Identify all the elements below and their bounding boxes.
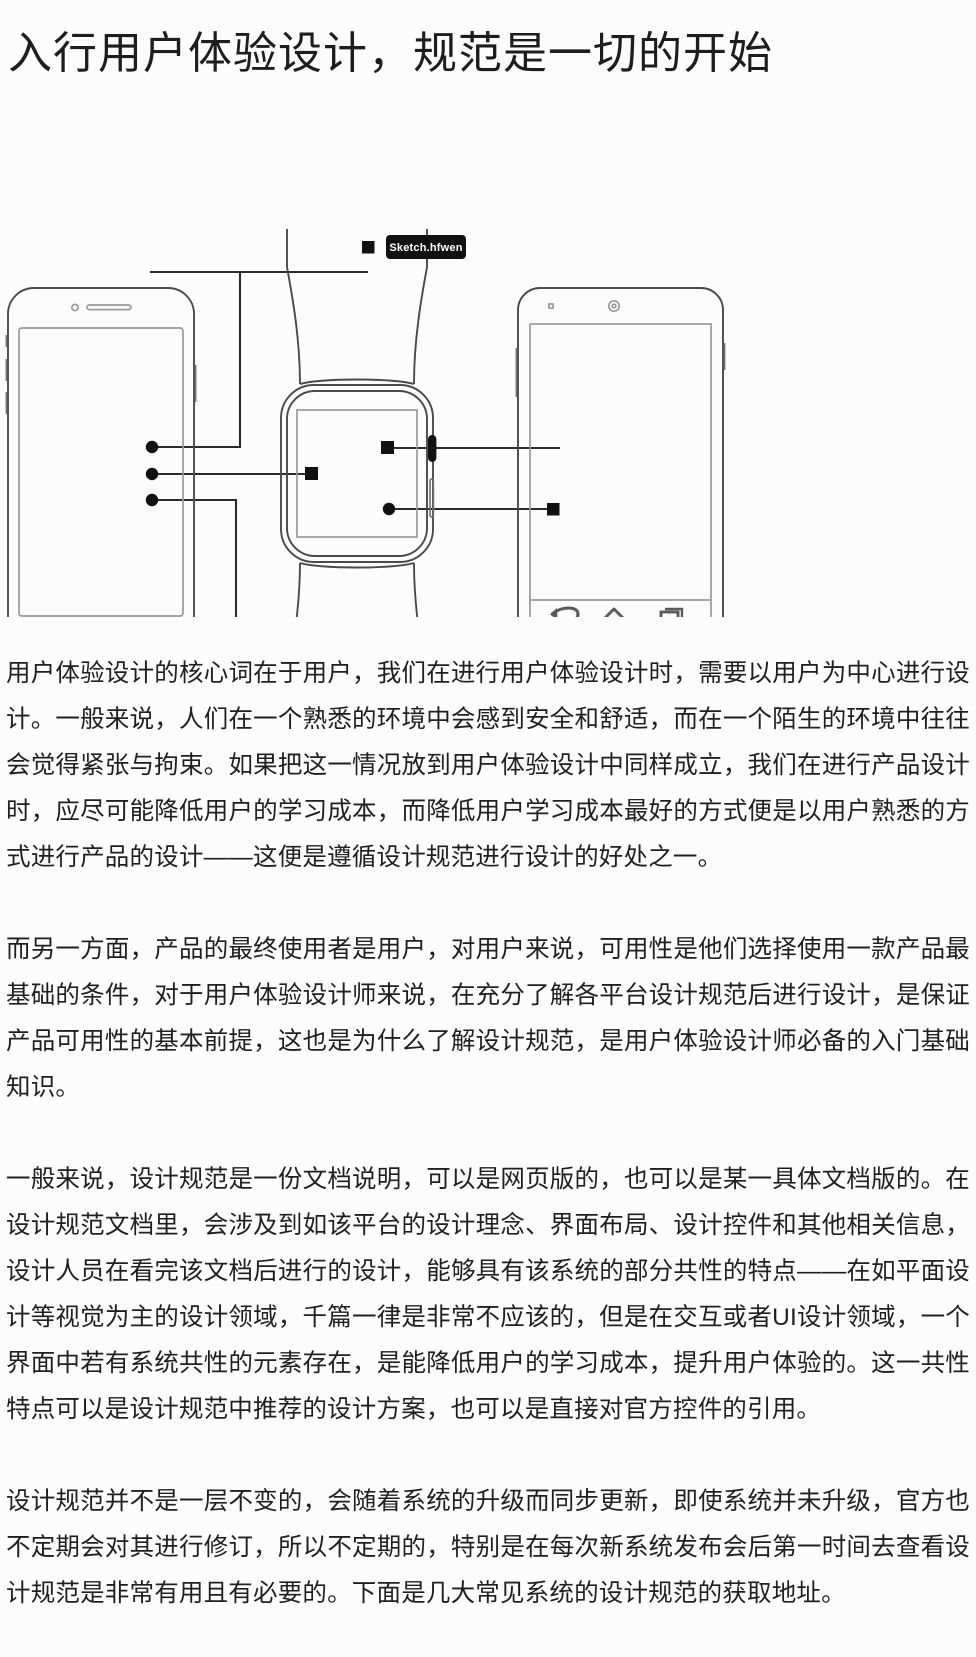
connector-square: [381, 441, 394, 454]
connector-dot: [145, 440, 159, 454]
smartwatch-connector-markers: [305, 441, 396, 516]
paragraph-4: 设计规范并不是一层不变的，会随着系统的升级而同步更新，即使系统并未升级，官方也不…: [6, 1488, 970, 1607]
connector-lines: [150, 270, 560, 617]
device-smartwatch: [280, 229, 437, 617]
back-arrow-icon: [550, 606, 580, 617]
paragraph-1: 用户体验设计的核心词在于用户，我们在进行用户体验设计时，需要以用户为中心进行设计…: [6, 660, 970, 871]
connector-dot: [382, 502, 396, 516]
iphone-connector-dots: [145, 440, 159, 507]
sketch-source-badge: Sketch.hfwen: [362, 235, 466, 259]
android-nav-bar: [550, 606, 684, 617]
connector-square: [547, 503, 560, 516]
connector-dot: [145, 493, 159, 507]
hero-illustration: .ln { fill:none; stroke:#4a4a4a; stroke-…: [0, 97, 976, 617]
recents-stack-icon: [659, 607, 684, 617]
paragraph-2: 而另一方面，产品的最终使用者是用户，对用户来说，可用性是他们选择使用一款产品最基…: [6, 936, 970, 1101]
page-title: 入行用户体验设计，规范是一切的开始: [8, 29, 773, 78]
connector-dot: [145, 467, 159, 481]
article-body: 用户体验设计的核心词在于用户，我们在进行用户体验设计时，需要以用户为中心进行设计…: [0, 617, 976, 1657]
device-android-phone: [515, 287, 726, 617]
badge-label: Sketch.hfwen: [389, 242, 462, 254]
home-shape-icon: [603, 607, 625, 617]
connector-square: [305, 467, 318, 480]
paragraph-3: 一般来说，设计规范是一份文档说明，可以是网页版的，也可以是某一具体文档版的。在设…: [6, 1166, 970, 1423]
device-iphone: [5, 287, 197, 617]
connector-square: [362, 241, 375, 254]
device-wireframe-diagram: .ln { fill:none; stroke:#4a4a4a; stroke-…: [5, 229, 726, 617]
